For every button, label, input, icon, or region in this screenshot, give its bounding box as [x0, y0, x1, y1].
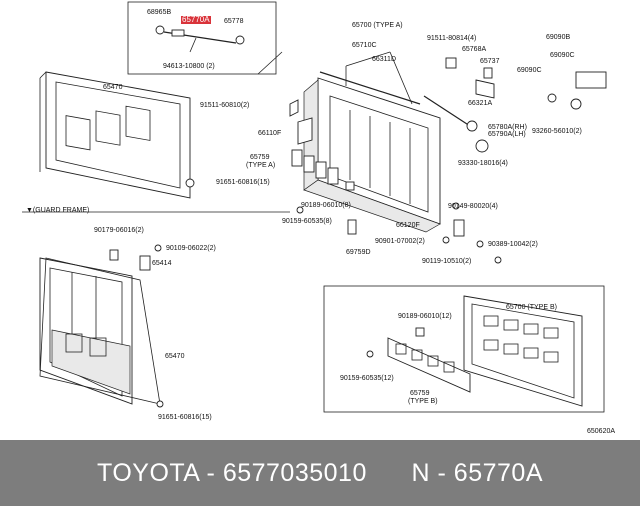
label-93260: 93260-56010(2) [532, 128, 582, 135]
diagram-drawing [22, 1, 607, 413]
label-90179: 90179-06016(2) [94, 227, 144, 234]
label-66120F: 66120F [396, 222, 420, 229]
label-90109: 90109-06022(2) [166, 245, 216, 252]
tailgate-65470-upper [39, 71, 191, 199]
clip-68965B [155, 25, 165, 35]
label-66110F: 66110F [258, 130, 282, 137]
stay-bracket-65778 [235, 35, 245, 45]
bolt-90109 [154, 244, 162, 252]
label-65737: 65737 [480, 58, 500, 65]
label-65759-type-a: (TYPE A) [246, 162, 276, 169]
hinge-pin-69090C [547, 93, 557, 103]
bolt-90119 [494, 256, 502, 264]
callout-leader [257, 51, 283, 75]
label-69090C-b: 69090C [517, 67, 542, 74]
label-65470-upper: 65470 [103, 84, 123, 91]
label-93330: 93330-18016(4) [458, 160, 508, 167]
label-66321A: 66321A [468, 100, 493, 107]
guard-frame-65470 [39, 257, 161, 405]
label-90159-b: 90159-60535(12) [340, 375, 394, 382]
clip-91511 [289, 99, 299, 117]
label-65700-type-a: 65700 (TYPE A) [352, 22, 403, 29]
label-90189-a: 90189-06010(8) [301, 202, 351, 209]
hinge-66120F [453, 219, 465, 237]
label-65710C: 65710C [352, 42, 377, 49]
part-number-caption: TOYOTA - 6577035010 N - 65770A [97, 458, 543, 487]
washer-93260 [570, 98, 582, 110]
hinge-66110F [297, 117, 313, 145]
label-69090C-a: 69090C [550, 52, 575, 59]
hinge-69090B [575, 71, 607, 89]
bolt-90159-a [296, 206, 304, 214]
bolt-90159-b [366, 350, 374, 358]
label-91651-upper: 91651-60816(15) [216, 179, 270, 186]
label-65759-a: 65759 [250, 154, 270, 161]
label-90389: 90389-10042(2) [488, 241, 538, 248]
label-69759D: 69759D [346, 249, 371, 256]
diagram-reference: 650620A [587, 428, 616, 435]
label-65770A-highlight: 65770A [181, 15, 211, 24]
nut-90189-a [345, 181, 355, 191]
type-b-box [323, 285, 605, 413]
washer-90901 [442, 236, 450, 244]
label-65414: 65414 [152, 260, 172, 267]
bolt-91651-lower [156, 400, 164, 408]
label-90149: 90149-80020(4) [448, 203, 498, 210]
lock-rod [423, 95, 471, 127]
nut-90189-b [415, 327, 425, 337]
pad-65759-type-b [387, 337, 471, 393]
rod-clip-65768A [445, 57, 457, 69]
label-91651-lower: 91651-60816(15) [158, 414, 212, 421]
bolt-90149 [452, 202, 460, 210]
label-65768A: 65768A [462, 46, 487, 53]
bracket-90179 [109, 249, 119, 261]
label-66311D: 66311D [372, 56, 397, 63]
label-65778: 65778 [224, 18, 244, 25]
label-65780A: 65780A(RH) [488, 124, 527, 131]
label-91511-60810: 91511-60810(2) [200, 102, 250, 109]
label-90159-a: 90159-60535(8) [282, 218, 332, 225]
label-69090B: 69090B [546, 34, 571, 41]
label-65759-b: 65759 [410, 390, 430, 397]
stay-end [171, 29, 185, 37]
footer-bar: TOYOTA - 6577035010 N - 65770A [0, 440, 640, 506]
lock-65780A [466, 120, 478, 132]
label-68965B: 68965B [147, 9, 172, 16]
clip-65737 [483, 67, 493, 79]
bolt-91651-upper [185, 178, 195, 188]
stay-callout-box [127, 1, 277, 75]
handle-66321A [475, 79, 495, 99]
pin-90389 [476, 240, 484, 248]
label-90119: 90119-10510(2) [422, 258, 472, 265]
label-90901: 90901-07002(2) [375, 238, 425, 245]
stopper-93330 [475, 139, 489, 153]
label-guard-frame: ▼(GUARD FRAME) [26, 207, 90, 214]
bracket-65414 [139, 255, 151, 271]
tailgate-65700-type-b [463, 295, 583, 407]
label-65790A: 65790A(LH) [488, 131, 526, 138]
cushion-69759D [347, 219, 357, 235]
label-91511-80814: 91511-80814(4) [427, 35, 477, 42]
label-65759-type-b: (TYPE B) [408, 398, 438, 405]
label-65700-type-b: 65700 (TYPE B) [506, 304, 557, 311]
label-94613: 94613-10800 (2) [163, 63, 215, 70]
label-90189-b: 90189-06010(12) [398, 313, 452, 320]
pad-65759-type-a [291, 149, 339, 185]
label-65470-lower: 65470 [165, 353, 185, 360]
